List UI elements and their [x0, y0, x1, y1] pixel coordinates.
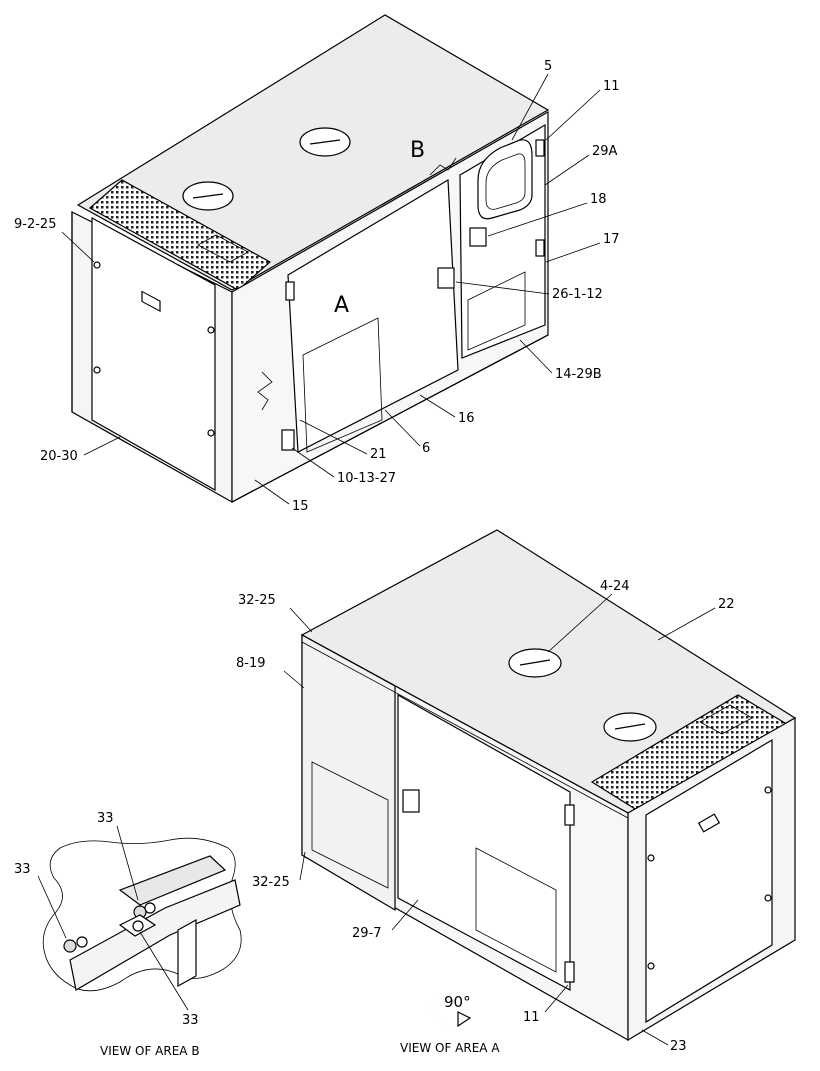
door-2-hinge-bottom [564, 961, 575, 983]
door-2 [397, 693, 571, 992]
bottom-view-labels: 32-25 8-19 4-24 22 32-25 29-7 11 23 90° … [236, 579, 735, 1055]
top-view-labels: A B 5 11 29A 18 17 26-1-12 14-29B 16 6 2… [14, 59, 620, 514]
door-2-latch [402, 789, 420, 813]
callout-33-left: 33 [14, 862, 31, 877]
detail-upper-rail [118, 855, 227, 906]
callout-4-24: 4-24 [600, 579, 630, 594]
break-line [257, 371, 273, 411]
callout-5: 5 [544, 59, 552, 74]
break-line-b [429, 157, 457, 176]
caption-view-area-a: VIEW OF AREA A [400, 1041, 500, 1055]
rotation-arrow-icon [429, 992, 472, 1028]
callout-29-7: 29-7 [352, 926, 382, 941]
door-2-hinge-top [564, 804, 575, 826]
enclosure-top-view [71, 14, 550, 504]
callout-8-19: 8-19 [236, 656, 266, 671]
callout-11-bottom: 11 [523, 1010, 540, 1025]
detail-view-labels: 33 33 33 VIEW OF AREA B [14, 811, 200, 1058]
area-label-b: B [410, 138, 425, 163]
bolt-icon-1 [63, 939, 77, 953]
detail-lower-rail [69, 879, 241, 991]
radiator-end-panel [301, 633, 396, 912]
callout-23: 23 [670, 1039, 687, 1054]
callout-11: 11 [603, 79, 620, 94]
callout-16: 16 [458, 411, 475, 426]
callout-22: 22 [718, 597, 735, 612]
callout-9-2-25: 9-2-25 [14, 217, 56, 232]
door-right-hinge-top [535, 139, 545, 157]
enclosure-bottom-view [300, 529, 797, 1042]
door-a-louver [302, 317, 383, 453]
detail-break-outline [42, 837, 242, 992]
end-door [91, 216, 216, 492]
caption-view-area-b: VIEW OF AREA B [100, 1044, 200, 1058]
callout-18: 18 [590, 192, 607, 207]
door-right-hinge-bottom [535, 239, 545, 257]
access-window [477, 139, 533, 220]
callout-33-top: 33 [97, 811, 114, 826]
door-2-louver [475, 847, 557, 973]
callout-21: 21 [370, 447, 387, 462]
callout-33-bottom: 33 [182, 1013, 199, 1028]
lower-opening [467, 271, 526, 351]
detail-post [177, 918, 197, 988]
door-a-latch [437, 267, 455, 289]
door-a [287, 178, 459, 453]
area-label-a: A [334, 293, 349, 318]
callout-32-25-bottom: 32-25 [252, 875, 290, 890]
callout-15: 15 [292, 499, 309, 514]
detail-view-area-b [42, 837, 242, 992]
callout-10-13-27: 10-13-27 [337, 471, 396, 486]
rotation-label: 90° [444, 993, 471, 1011]
callout-26-1-12: 26-1-12 [552, 287, 603, 302]
door-a-hinge-bottom [281, 429, 295, 451]
callout-29a: 29A [592, 144, 618, 159]
radiator-louver [311, 761, 389, 889]
door-a-hinge-top [285, 281, 295, 301]
callout-14-29b: 14-29B [555, 367, 602, 382]
callout-6: 6 [422, 441, 430, 456]
callout-17: 17 [603, 232, 620, 247]
roof-vent-mesh [88, 179, 272, 291]
roof-handle-slot-2 [699, 704, 753, 735]
end-door-handle [141, 290, 161, 312]
end-door-2 [645, 738, 773, 1024]
end-door-handle-2 [697, 813, 721, 833]
callout-20-30: 20-30 [40, 449, 78, 464]
bolt-icon-3 [132, 920, 144, 932]
callout-32-25-top: 32-25 [238, 593, 276, 608]
roof-handle-slot [197, 234, 249, 263]
door-right-latch [469, 227, 487, 247]
